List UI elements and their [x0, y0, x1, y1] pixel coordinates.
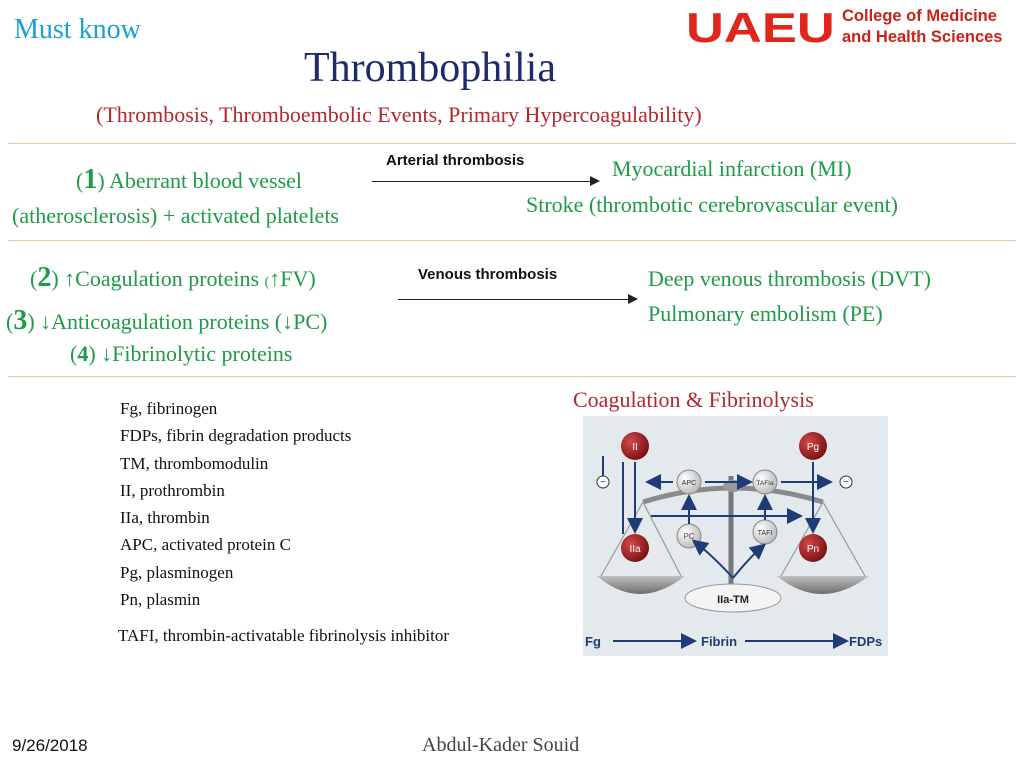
- balance-svg: II Pg IIa Pn APC TAFIa PC TAFI − −: [585, 432, 882, 649]
- arterial-cause-line-1: (1) Aberrant blood vessel: [76, 164, 302, 196]
- uaeu-logo-mark: UAEU: [686, 4, 835, 51]
- venous-cause-2: (2) ↑Coagulation proteins (↑FV): [30, 262, 316, 294]
- abbreviation-item: APC, activated protein C: [120, 535, 291, 555]
- tafi-note: TAFI, thrombin-activatable fibrinolysis …: [118, 626, 450, 645]
- arterial-cause-line-2: (atherosclerosis) + activated platelets: [12, 203, 339, 228]
- venous-cause-4: (4) ↓Fibrinolytic proteins: [70, 341, 292, 367]
- page-title: Thrombophilia: [304, 45, 556, 91]
- arterial-num-open: (: [76, 168, 84, 193]
- svg-text:IIa: IIa: [629, 544, 641, 555]
- fibrin-label: Fibrin: [701, 634, 737, 649]
- footer-date: 9/26/2018: [12, 736, 88, 755]
- svg-text:APC: APC: [682, 480, 696, 487]
- cause-3-num: 3: [13, 305, 28, 336]
- svg-text:TAFI: TAFI: [758, 530, 773, 537]
- diagram-arrows: [602, 456, 833, 579]
- venous-arrow-label: Venous thrombosis: [418, 266, 558, 283]
- must-know-tag: Must know: [14, 14, 141, 45]
- separator-3: [8, 376, 1016, 377]
- cause-3-open: (: [6, 309, 14, 334]
- cause-4-text: ↓Fibrinolytic proteins: [95, 341, 293, 366]
- cause-2-text: ↑Coagulation proteins: [58, 266, 265, 291]
- arterial-num-close: ): [97, 168, 105, 193]
- cause-4-num: 4: [77, 341, 89, 366]
- cause-2-tail: ↑FV): [269, 266, 316, 291]
- balance-scale: [597, 476, 869, 613]
- abbreviation-item: TM, thrombomodulin: [120, 453, 269, 473]
- abbreviation-item: IIa, thrombin: [120, 508, 210, 528]
- thrombin-ball: [621, 534, 649, 562]
- coagulation-balance-diagram: II Pg IIa Pn APC TAFIa PC TAFI − −: [583, 416, 888, 656]
- cause-2-open: (: [30, 266, 38, 291]
- arterial-arrow-head: [590, 176, 600, 186]
- cause-2-num: 2: [37, 262, 52, 293]
- uaeu-logo-text: College of Medicine and Health Sciences: [842, 6, 1002, 48]
- svg-text:Pn: Pn: [807, 544, 819, 555]
- cause-3-close: ): [27, 309, 35, 334]
- footer-author: Abdul-Kader Souid: [422, 734, 580, 756]
- arterial-num: 1: [83, 164, 98, 195]
- plasminogen-ball: [799, 432, 827, 460]
- prothrombin-ball: [621, 432, 649, 460]
- svg-text:PC: PC: [683, 532, 694, 541]
- cause-3-text: ↓Anticoagulation proteins (↓PC): [34, 309, 328, 334]
- svg-text:−: −: [600, 477, 606, 488]
- arterial-outcome-2: Stroke (thrombotic cerebrovascular event…: [526, 192, 899, 217]
- plasmin-ball: [799, 534, 827, 562]
- arterial-cause-text: Aberrant blood vessel: [104, 168, 303, 193]
- arterial-arrow-label: Arterial thrombosis: [386, 152, 525, 169]
- svg-text:II: II: [632, 442, 638, 453]
- cause-2-small-paren: (: [264, 275, 270, 290]
- cause-4-close: ): [88, 341, 96, 366]
- venous-arrow-line: [398, 299, 630, 300]
- logo-line-2: and Health Sciences: [842, 28, 1003, 46]
- diagram-title: Coagulation & Fibrinolysis: [573, 387, 814, 412]
- cause-4-open: (: [70, 341, 78, 366]
- venous-cause-3: (3) ↓Anticoagulation proteins (↓PC): [6, 305, 327, 337]
- fg-label: Fg: [585, 634, 601, 649]
- minus-right: [839, 475, 853, 489]
- svg-text:TAFIa: TAFIa: [756, 480, 774, 487]
- separator-1: [8, 143, 1016, 144]
- cause-2-close: ): [51, 266, 59, 291]
- arterial-arrow-line: [372, 181, 592, 182]
- svg-text:Pg: Pg: [807, 442, 819, 453]
- fdps-label: FDPs: [849, 634, 882, 649]
- abbreviation-item: Pn, plasmin: [120, 590, 201, 610]
- abbreviation-item: Pg, plasminogen: [120, 562, 234, 582]
- svg-text:−: −: [843, 477, 849, 488]
- abbreviation-item: II, prothrombin: [120, 480, 225, 500]
- venous-arrow-head: [628, 294, 638, 304]
- abbreviation-item: FDPs, fibrin degradation products: [120, 426, 352, 446]
- abbreviation-item: Fg, fibrinogen: [120, 399, 218, 418]
- arterial-outcome-1: Myocardial infarction (MI): [612, 156, 852, 181]
- iia-tm-label: IIa-TM: [717, 594, 749, 606]
- venous-outcome-2: Pulmonary embolism (PE): [648, 301, 883, 326]
- page-subtitle: (Thrombosis, Thromboembolic Events, Prim…: [96, 102, 702, 127]
- venous-outcome-1: Deep venous thrombosis (DVT): [648, 266, 931, 291]
- separator-2: [8, 240, 1016, 241]
- logo-line-1: College of Medicine: [842, 7, 997, 25]
